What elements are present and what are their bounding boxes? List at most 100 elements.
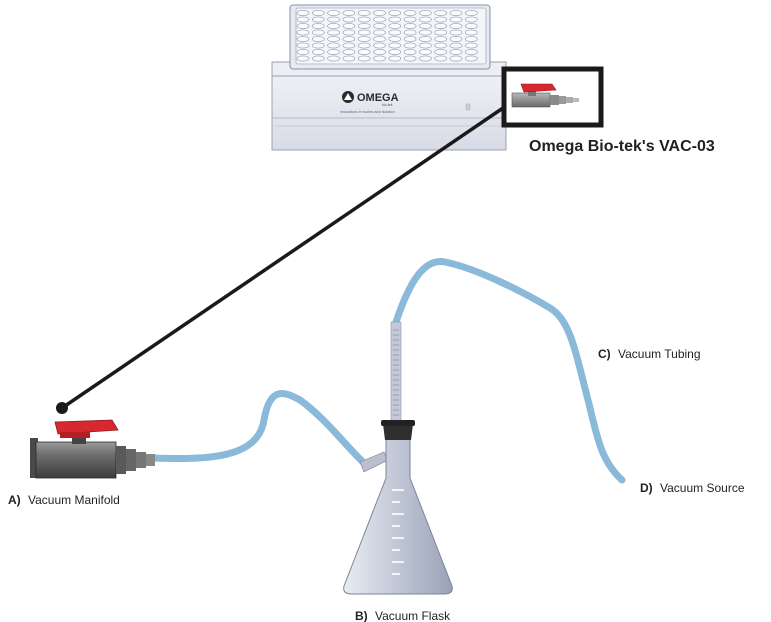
plate-well bbox=[419, 10, 432, 16]
label-b-text: Vacuum Flask bbox=[375, 609, 451, 622]
label-a-key: A) bbox=[8, 493, 21, 507]
plate-well bbox=[342, 42, 356, 49]
plate-well bbox=[342, 16, 356, 23]
plate-well bbox=[342, 49, 356, 55]
plate-well bbox=[311, 29, 325, 36]
brand-name: OMEGA bbox=[357, 92, 399, 104]
plate-well bbox=[357, 10, 371, 16]
plate-well bbox=[449, 36, 463, 42]
device-title: Omega Bio-tek's VAC-03 bbox=[529, 138, 715, 155]
plate-well bbox=[311, 36, 325, 42]
plate-well bbox=[464, 36, 478, 42]
plate-well bbox=[357, 42, 371, 49]
device-valve bbox=[511, 83, 579, 108]
plate-well bbox=[373, 49, 386, 55]
plate-well bbox=[342, 55, 356, 62]
plate-well bbox=[419, 42, 432, 49]
plate-well bbox=[434, 49, 448, 55]
plate-well bbox=[357, 29, 371, 36]
plate-well bbox=[296, 42, 310, 49]
plate-well bbox=[449, 23, 463, 29]
label-d-text: Vacuum Source bbox=[660, 481, 745, 495]
plate-well bbox=[357, 23, 371, 29]
label-a-text: Vacuum Manifold bbox=[28, 493, 120, 507]
plate-well bbox=[388, 49, 402, 55]
plate-well bbox=[464, 42, 478, 49]
plate-well bbox=[311, 42, 325, 49]
plate-well bbox=[311, 16, 325, 23]
plate-well bbox=[419, 29, 432, 36]
omega-logo: OMEGA bio-tek Innovations in nucleic aci… bbox=[340, 91, 399, 114]
plate-well bbox=[403, 16, 417, 23]
plate-well bbox=[311, 10, 325, 16]
valve-highlight-box bbox=[501, 66, 604, 128]
plate-well bbox=[403, 23, 417, 29]
plate-well bbox=[357, 55, 371, 62]
plate-well bbox=[449, 16, 463, 23]
plate-well bbox=[373, 36, 386, 42]
plate-well bbox=[342, 29, 356, 36]
plate-well bbox=[296, 23, 310, 29]
brand-tagline: Innovations in nucleic acid isolation bbox=[340, 110, 395, 114]
plate-well bbox=[373, 23, 386, 29]
plate-well bbox=[388, 36, 402, 42]
plate-well bbox=[342, 23, 356, 29]
vacuum-manifold bbox=[30, 419, 155, 479]
plate-well bbox=[419, 36, 432, 42]
plate-well bbox=[327, 55, 340, 62]
plate-well bbox=[449, 49, 463, 55]
plate-well bbox=[434, 10, 448, 16]
plate-well bbox=[373, 55, 386, 62]
plate-well bbox=[388, 55, 402, 62]
label-b-key: B) bbox=[355, 609, 368, 622]
label-c-text: Vacuum Tubing bbox=[618, 347, 701, 361]
plate-well bbox=[388, 29, 402, 36]
plate-well bbox=[296, 36, 310, 42]
plate-well bbox=[419, 49, 432, 55]
plate-well bbox=[464, 16, 478, 23]
plate-well bbox=[357, 16, 371, 23]
brand-subname: bio-tek bbox=[382, 103, 393, 107]
plate-well bbox=[434, 55, 448, 62]
plate-well bbox=[373, 29, 386, 36]
plate-well bbox=[464, 10, 478, 16]
vac-03-device: OMEGA bio-tek Innovations in nucleic aci… bbox=[271, 4, 507, 151]
plate-well bbox=[311, 23, 325, 29]
plate-well bbox=[327, 10, 340, 16]
plate-well bbox=[327, 49, 340, 55]
plate-well bbox=[449, 55, 463, 62]
plate-well bbox=[388, 42, 402, 49]
plate-well bbox=[464, 29, 478, 36]
plate-well bbox=[434, 23, 448, 29]
plate-well bbox=[434, 16, 448, 23]
plate-well bbox=[327, 16, 340, 23]
plate-well bbox=[311, 49, 325, 55]
plate-well bbox=[357, 49, 371, 55]
well-plate bbox=[289, 4, 491, 70]
vacuum-flask bbox=[343, 321, 453, 595]
plate-well bbox=[464, 55, 478, 62]
plate-well bbox=[434, 36, 448, 42]
plate-well bbox=[388, 10, 402, 16]
plate-well bbox=[373, 42, 386, 49]
plate-well bbox=[449, 10, 463, 16]
plate-well bbox=[403, 55, 417, 62]
plate-well bbox=[419, 16, 432, 23]
plate-well bbox=[403, 10, 417, 16]
plate-well bbox=[342, 36, 356, 42]
plate-well bbox=[464, 49, 478, 55]
plate-well bbox=[403, 49, 417, 55]
plate-well bbox=[449, 42, 463, 49]
plate-well bbox=[403, 42, 417, 49]
plate-well bbox=[296, 10, 310, 16]
tubing-manifold-to-flask bbox=[148, 390, 368, 467]
label-vacuum-flask: B) Vacuum Flask bbox=[355, 609, 451, 622]
label-d-key: D) bbox=[640, 481, 653, 495]
connector-dot bbox=[56, 402, 68, 414]
plate-well bbox=[419, 23, 432, 29]
plate-well bbox=[327, 36, 340, 42]
plate-well bbox=[327, 23, 340, 29]
label-vacuum-source: D) Vacuum Source bbox=[640, 481, 745, 495]
plate-well bbox=[434, 29, 448, 36]
